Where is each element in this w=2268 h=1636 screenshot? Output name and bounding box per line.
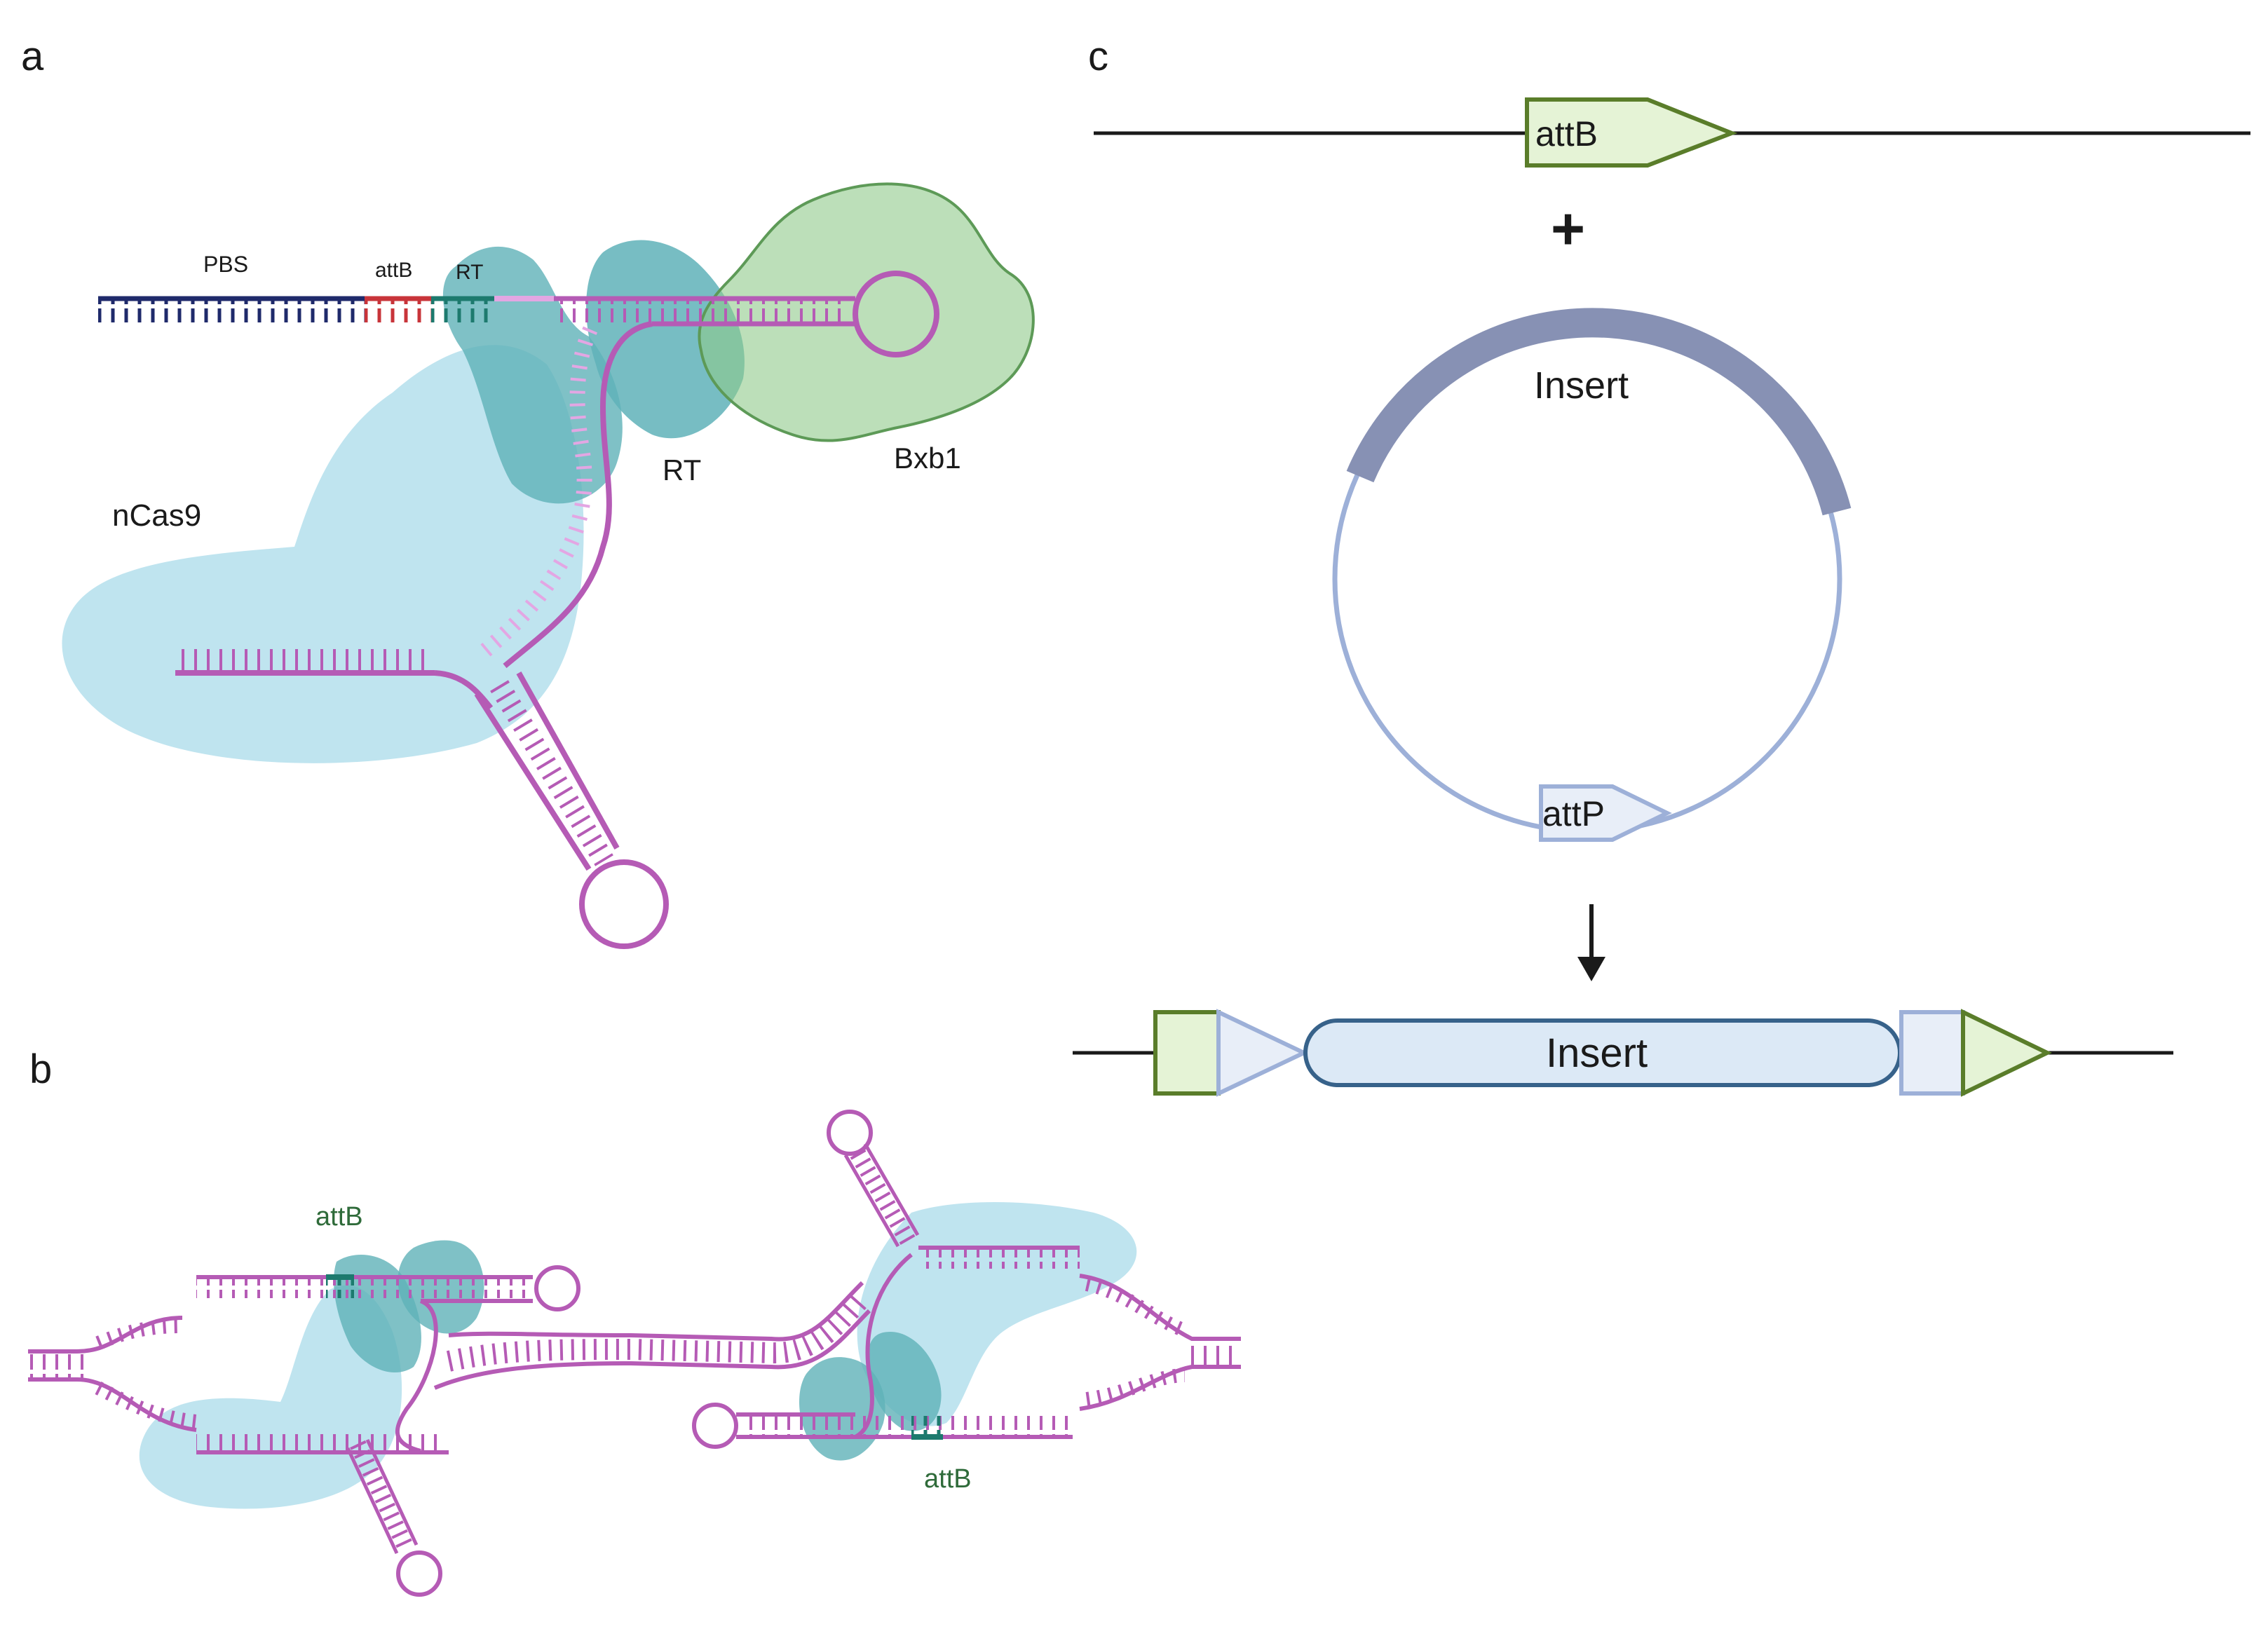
central-duplex-bottom bbox=[433, 1309, 871, 1390]
label-ncas9: nCas9 bbox=[112, 498, 201, 533]
left-stem-line-a bbox=[346, 1447, 399, 1555]
panel-label-a: a bbox=[21, 34, 44, 79]
scaffold-strand bbox=[503, 321, 653, 669]
panel-label-b: b bbox=[29, 1047, 52, 1092]
top-hairpin-loop bbox=[853, 271, 939, 357]
label-rt-small: RT bbox=[456, 261, 483, 284]
panel-b: b bbox=[28, 1047, 1241, 1597]
right-dna-upper-ticks bbox=[1085, 1277, 1188, 1337]
reaction-arrow-head bbox=[1577, 957, 1605, 981]
label-bxb1: Bxb1 bbox=[894, 442, 961, 475]
lower-hairpin-loop bbox=[579, 859, 669, 949]
attr-blue-box bbox=[1899, 1010, 1965, 1096]
label-attb: attB bbox=[375, 259, 412, 282]
left-lower-ticks bbox=[196, 1430, 442, 1451]
attl-green-box bbox=[1153, 1010, 1221, 1096]
template-ticks bbox=[554, 299, 848, 322]
label-pbs: PBS bbox=[203, 252, 248, 277]
label-attb-right: attB bbox=[924, 1464, 972, 1494]
label-rt: RT bbox=[663, 454, 701, 486]
right-top-stem-a bbox=[843, 1154, 900, 1248]
left-dna-top bbox=[28, 1316, 183, 1354]
left-top-hairpin-loop bbox=[534, 1265, 580, 1311]
left-stem-line-b bbox=[365, 1438, 419, 1546]
central-upper bbox=[395, 1299, 438, 1453]
label-insert-product: Insert bbox=[1546, 1030, 1648, 1076]
pbs-ticks bbox=[98, 299, 365, 322]
lower-stem-ticks bbox=[490, 680, 613, 866]
panel-c: c attB + Insert attP Insert bbox=[1073, 34, 2250, 1097]
right-lower-ticks bbox=[743, 1416, 1073, 1437]
attr-green-arrow bbox=[1961, 1009, 2052, 1097]
rt-ticks bbox=[431, 299, 494, 322]
left-top-ticks bbox=[196, 1277, 526, 1298]
target-strand-ticks bbox=[175, 648, 428, 672]
right-dna-bottom bbox=[1079, 1365, 1241, 1411]
left-top-attb-ticks bbox=[326, 1277, 354, 1298]
target-junction bbox=[434, 670, 494, 710]
right-top-stem-b bbox=[863, 1143, 920, 1236]
label-attp: attP bbox=[1542, 794, 1605, 833]
left-stem-loop bbox=[396, 1550, 442, 1597]
left-dna-bottom bbox=[28, 1377, 197, 1432]
right-lower-attb-ticks bbox=[911, 1416, 943, 1437]
rt-protein-right-2 bbox=[867, 1332, 942, 1431]
right-upper-ticks bbox=[918, 1248, 1080, 1269]
attb-ticks bbox=[365, 299, 431, 322]
label-insert-plasmid: Insert bbox=[1534, 364, 1629, 407]
attp-arrow bbox=[1539, 784, 1672, 842]
panel-a: a PBS attB RT bbox=[21, 34, 1035, 949]
right-top-loop bbox=[827, 1110, 873, 1156]
left-dna-lower-ticks bbox=[95, 1382, 198, 1429]
label-attb-left: attB bbox=[315, 1202, 363, 1232]
central-duplex-ticks bbox=[446, 1290, 871, 1372]
lower-stem-right bbox=[516, 672, 620, 850]
right-dna-ticks bbox=[1185, 1342, 1241, 1365]
right-dna-lower-ticks bbox=[1085, 1368, 1186, 1406]
bxb1-protein bbox=[698, 182, 1035, 442]
panel-label-c: c bbox=[1088, 34, 1108, 79]
left-dna-ticks bbox=[28, 1354, 84, 1378]
insert-arc bbox=[1346, 308, 1852, 516]
plus-sign: + bbox=[1551, 196, 1585, 261]
central-duplex-top bbox=[448, 1281, 864, 1342]
label-attb-c: attB bbox=[1535, 114, 1598, 154]
attl-blue-arrow bbox=[1216, 1009, 1309, 1097]
lower-stem-left bbox=[474, 692, 592, 871]
attb-arrow bbox=[1525, 97, 1738, 168]
right-lower-loop bbox=[692, 1403, 738, 1449]
rt-protein bbox=[586, 240, 745, 439]
